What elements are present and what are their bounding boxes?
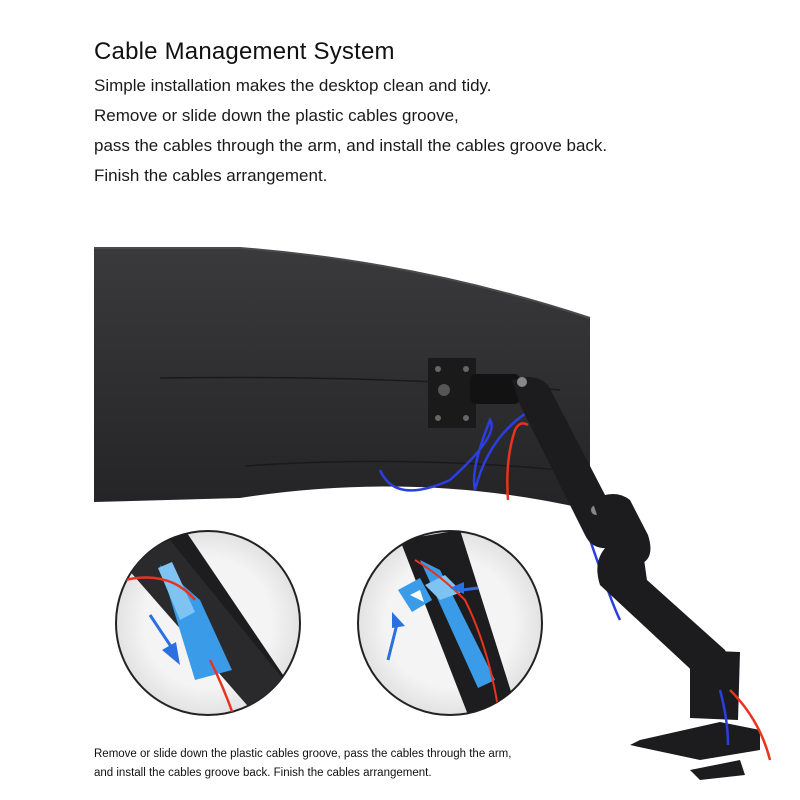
arm-red-cable (729, 689, 772, 761)
caption: Remove or slide down the plastic cables … (94, 745, 511, 783)
left-arrow-icon (461, 586, 479, 592)
monitor-back (94, 247, 591, 510)
page-title: Cable Management System (94, 38, 395, 65)
detail-circle-install-groove (357, 530, 543, 716)
description-line-2: Remove or slide down the plastic cables … (94, 106, 459, 125)
description-line-4: Finish the cables arrangement. (94, 166, 328, 185)
caption-line-1: Remove or slide down the plastic cables … (94, 748, 512, 760)
description-line-1: Simple installation makes the desktop cl… (94, 76, 492, 95)
arm-blue-cable (718, 689, 730, 746)
vesa-plate (428, 358, 520, 428)
monitor-arm (512, 376, 760, 780)
description-line-3: pass the cables through the arm, and ins… (94, 136, 608, 155)
detail-circle-slide-groove (115, 530, 301, 716)
caption-line-2: and install the cables groove back. Fini… (94, 767, 432, 779)
red-cable (506, 422, 529, 501)
down-arrow-icon (148, 614, 174, 649)
